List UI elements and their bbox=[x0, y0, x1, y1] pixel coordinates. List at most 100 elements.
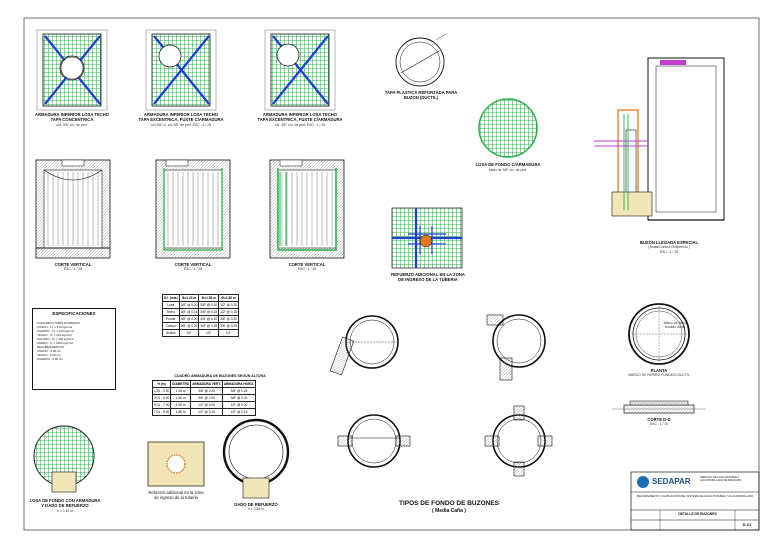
table-cell: 1.80 m bbox=[170, 408, 192, 416]
table-header-cell: DIAMETRO bbox=[170, 380, 192, 388]
table-cell: 3/8" @ 0.20 bbox=[198, 315, 220, 323]
table-header-cell: H (m) bbox=[151, 380, 172, 388]
title-block-frame bbox=[630, 471, 760, 531]
losa-fondo-title: LOSA DE FONDO C/ARMADURA bbox=[475, 162, 541, 167]
table-cell: 1/2" @ 0.15 bbox=[218, 308, 239, 316]
table-cell: 1/2" bbox=[218, 329, 239, 337]
table-cell: Cuerpo bbox=[162, 322, 180, 330]
bottom-detail-1-title: LOSA DE FONDO CON ARMADURA Y DADO DE REF… bbox=[29, 498, 101, 508]
table-cell: 1.20 m bbox=[170, 387, 192, 395]
buzon-especial-title: BUZON LLEGADA ESPECIAL bbox=[639, 240, 699, 245]
section-1-sub: ESC.: 1 / 25 bbox=[63, 267, 83, 271]
tipos-sub: ( Media Caña ) bbox=[432, 508, 466, 514]
bottom-detail-3-sub: h = 0.15 m bbox=[247, 507, 265, 511]
table-cell: 1/2" @ 0.20 bbox=[218, 301, 239, 309]
tipos-title: TIPOS DE FONDO DE BUZONES bbox=[398, 500, 500, 507]
table-cell: Anillos bbox=[162, 329, 180, 337]
company-sub: SERVICIO DE AGUA POTABLE Y ALCANTARILLAD… bbox=[700, 476, 741, 482]
sheet-title: DETALLE DE BUZONES bbox=[678, 512, 717, 516]
table-cell: 1/2" @ 0.15 bbox=[190, 408, 223, 416]
corte-vertical-2 bbox=[155, 159, 231, 259]
tipo-fondo-3 bbox=[337, 414, 411, 468]
spec-line: SOLADO : f'c = 100 kg/cm2 bbox=[37, 337, 74, 341]
tipo-fondo-4 bbox=[484, 405, 553, 477]
planta-title: PLANTA bbox=[650, 368, 668, 373]
spec-line: RECUBRIMIENTOS bbox=[37, 345, 65, 349]
section-3-title: CORTE VERTICAL bbox=[288, 262, 326, 267]
table-cell: 7.01 - 9.00 bbox=[151, 408, 172, 416]
section-3-sub: ESC.: 1 / 25 bbox=[297, 267, 317, 271]
table-cell: 1/2" bbox=[198, 329, 220, 337]
table-header-cell: Φ=1.20 m bbox=[178, 294, 200, 302]
bottom-detail-3-title: DADO DE REFUERZO bbox=[234, 502, 278, 507]
corte-dd-title: CORTE D-D bbox=[647, 417, 671, 422]
top-slab-concentric bbox=[36, 29, 108, 111]
table-cell: 3/8" @ 0.20 bbox=[178, 315, 200, 323]
losa-fondo-plan bbox=[478, 98, 538, 158]
planta-note: Marco de fierro fundido ductil bbox=[663, 321, 687, 329]
table-cell: 3/8" @ 0.20 bbox=[221, 394, 257, 402]
table-cell: 3/8" @ 0.20 bbox=[198, 301, 220, 309]
table-cell: 3.01 - 5.00 bbox=[151, 394, 172, 402]
buzon-especial-scale: ESC.: 1 / 25 bbox=[659, 250, 679, 254]
table-cell: 1/2" @ 0.20 bbox=[221, 401, 257, 409]
slab-2-title: ARMADURA INFERIOR LOSA TECHO TAPA EXCENT… bbox=[138, 112, 224, 122]
corte-dd-sub: ESC.: 1 / 10 bbox=[649, 422, 669, 426]
table-cell: Fondo bbox=[162, 315, 180, 323]
table-cell: 1/2" bbox=[178, 329, 200, 337]
corte-vertical-1 bbox=[35, 159, 111, 259]
company-logo-text: SEDAPAR bbox=[652, 477, 691, 486]
table-cell: 1.50 m bbox=[170, 394, 192, 402]
sheet-code: D-01 bbox=[742, 522, 752, 527]
table-cell: 1/2" @ 0.15 bbox=[221, 408, 257, 416]
slab-3-sub: c/d. 3/8" c/u. de prof. ESC.: 1 / 25 bbox=[274, 123, 326, 127]
slab-2-sub: c/d 3/8" c/. c/d 3/8" de prof. ESC.: 1 /… bbox=[151, 123, 211, 127]
table-cell: Techo bbox=[162, 308, 180, 316]
table-cell: 3/8" @ 0.20 bbox=[190, 394, 223, 402]
table-cell: 3/8" @ 0.15 bbox=[178, 308, 200, 316]
tipo-fondo-2 bbox=[486, 314, 546, 381]
top-slab-eccentric-2 bbox=[264, 29, 336, 111]
tipo-fondo-1 bbox=[329, 315, 399, 376]
refuerzo-title: REFUERZO ADICIONAL EN LA ZONA DE INGRESO… bbox=[391, 272, 465, 282]
table-cell: 3/8" @ 0.20 bbox=[178, 301, 200, 309]
slab-1-title: ARMADURA INFERIOR LOSA TECHO TAPA CONCEN… bbox=[34, 112, 110, 122]
table-header-cell: Φ=1.80 m bbox=[218, 294, 239, 302]
dado-refuerzo-detalle bbox=[222, 418, 290, 499]
table-cell: 3/8" @ 0.25 bbox=[178, 322, 200, 330]
spec-line: TECHO : f'c = 210 kg/cm2 bbox=[37, 333, 72, 337]
section-1-title: CORTE VERTICAL bbox=[54, 262, 92, 267]
table-header-cell: ARMADURA HORIZ. bbox=[221, 380, 257, 388]
planta-marco-plan bbox=[628, 303, 690, 365]
spec-line: CUERPO : 4.00 cm bbox=[37, 357, 64, 361]
spec-line: TECHO : 2.50 cm bbox=[37, 353, 61, 357]
top-slab-eccentric-1 bbox=[145, 29, 217, 111]
slab-1-sub: c/d. 3/8" c/u. de prof. bbox=[56, 123, 88, 127]
table-cell: 5.01 - 7.00 bbox=[151, 401, 172, 409]
losa-fondo-sub: Malla de 3/8" c/u. de prof. bbox=[488, 168, 528, 172]
spec-line: ACERO : fy = 4200 kg/cm2 bbox=[37, 341, 74, 345]
table-cell: 1.50 m bbox=[170, 401, 192, 409]
table-header-cell: ARMADURA VERT. bbox=[190, 380, 223, 388]
refuerzo-ingreso-detalle bbox=[147, 441, 205, 487]
corte-vertical-3 bbox=[269, 159, 345, 259]
tapa-plan bbox=[395, 33, 447, 87]
table-cell: 1.20 - 3.00 bbox=[151, 387, 172, 395]
table-cell: 3/8" @ 0.25 bbox=[218, 322, 239, 330]
bottom-detail-1-sub: h = 0.15 m bbox=[56, 509, 74, 513]
losa-fondo-detalle bbox=[33, 425, 95, 493]
section-2-title: CORTE VERTICAL bbox=[174, 262, 212, 267]
project-name: MEJORAMIENTO Y AMPLIACION DEL SISTEMA DE… bbox=[636, 494, 754, 498]
